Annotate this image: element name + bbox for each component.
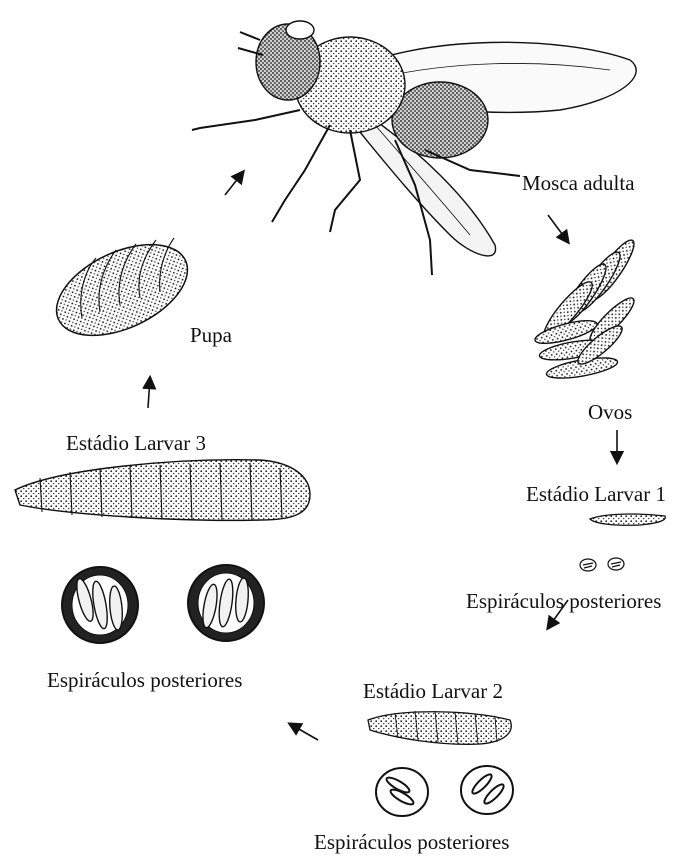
spiracles-stage-1-illustration: [580, 558, 624, 571]
adult-fly-illustration: [192, 21, 636, 275]
label-larva-stage-3: Estádio Larvar 3: [66, 433, 206, 454]
larva-stage-2-illustration: [368, 711, 511, 744]
label-spiracles-stage-3: Espiráculos posteriores: [47, 670, 242, 691]
eggs-illustration: [533, 235, 640, 382]
arrow-larva3-to-pupa: [148, 378, 150, 408]
larva-stage-1-illustration: [590, 514, 665, 525]
label-larva-stage-1: Estádio Larvar 1: [526, 484, 666, 505]
label-spiracles-stage-1: Espiráculos posteriores: [466, 591, 661, 612]
arrow-adult-to-eggs: [548, 215, 568, 242]
spiracles-stage-3-illustration: [62, 565, 264, 643]
label-adult-fly: Mosca adulta: [522, 173, 635, 194]
arrow-pupa-to-adult: [225, 172, 243, 195]
cycle-arrows: [148, 172, 617, 740]
larva-stage-3-illustration: [15, 460, 310, 521]
label-larva-stage-2: Estádio Larvar 2: [363, 681, 503, 702]
label-pupa: Pupa: [190, 325, 232, 346]
spiracles-stage-2-illustration: [376, 766, 513, 816]
pupa-illustration: [42, 226, 201, 354]
label-eggs: Ovos: [588, 402, 632, 423]
label-spiracles-stage-2: Espiráculos posteriores: [314, 832, 509, 853]
fly-abdomen: [392, 82, 488, 158]
arrow-larva2-to-larva3: [290, 724, 318, 740]
